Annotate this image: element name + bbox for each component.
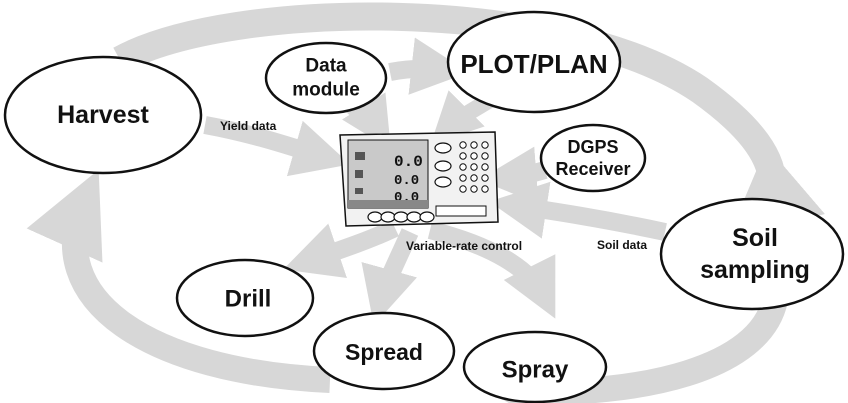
node-spread-label: Spread: [345, 339, 423, 365]
arrow-dgps-console: [479, 146, 548, 205]
console-icon: 0.0 0.0 0.0: [339, 131, 499, 227]
node-data-module-label-2: module: [292, 80, 360, 101]
arrow-soil-console: [489, 181, 667, 241]
node-dgps-receiver: DGPS Receiver: [539, 123, 647, 193]
node-data-module-label-1: Data: [305, 56, 347, 77]
arrow-console-spray: [427, 221, 556, 319]
edge-label-variable-rate-control: Variable-rate control: [406, 239, 522, 253]
edge-label-yield-data: Yield data: [220, 119, 277, 133]
arrow-datamodule-plotplan: [388, 37, 469, 95]
node-spray: Spray: [462, 330, 608, 403]
edge-label-soil-data: Soil data: [597, 238, 647, 252]
node-soil-label-1: Soil: [732, 224, 778, 252]
node-drill: Drill: [175, 258, 315, 338]
node-soil-sampling: Soil sampling: [659, 197, 845, 311]
console-readout-2: 0.0: [394, 173, 419, 189]
node-dgps-label-1: DGPS: [567, 137, 618, 157]
node-drill-label: Drill: [225, 286, 272, 313]
node-plot-plan: PLOT/PLAN: [446, 10, 622, 114]
node-soil-label-2: sampling: [700, 256, 810, 284]
node-harvest-label: Harvest: [57, 101, 149, 129]
node-plot-plan-label: PLOT/PLAN: [460, 49, 607, 79]
arrow-console-drill: [283, 219, 399, 279]
arrow-bottom-left: [26, 169, 331, 393]
node-dgps-label-2: Receiver: [555, 159, 630, 179]
console-readout-1: 0.0: [394, 153, 423, 171]
arrow-console-spread: [361, 228, 419, 326]
node-spray-label: Spray: [502, 357, 569, 384]
arrow-harvest-console: [203, 116, 351, 177]
node-spread: Spread: [312, 311, 456, 391]
arrow-plotplan-console: [430, 90, 495, 145]
node-data-module: Data module: [264, 41, 388, 115]
node-harvest: Harvest: [3, 55, 203, 175]
